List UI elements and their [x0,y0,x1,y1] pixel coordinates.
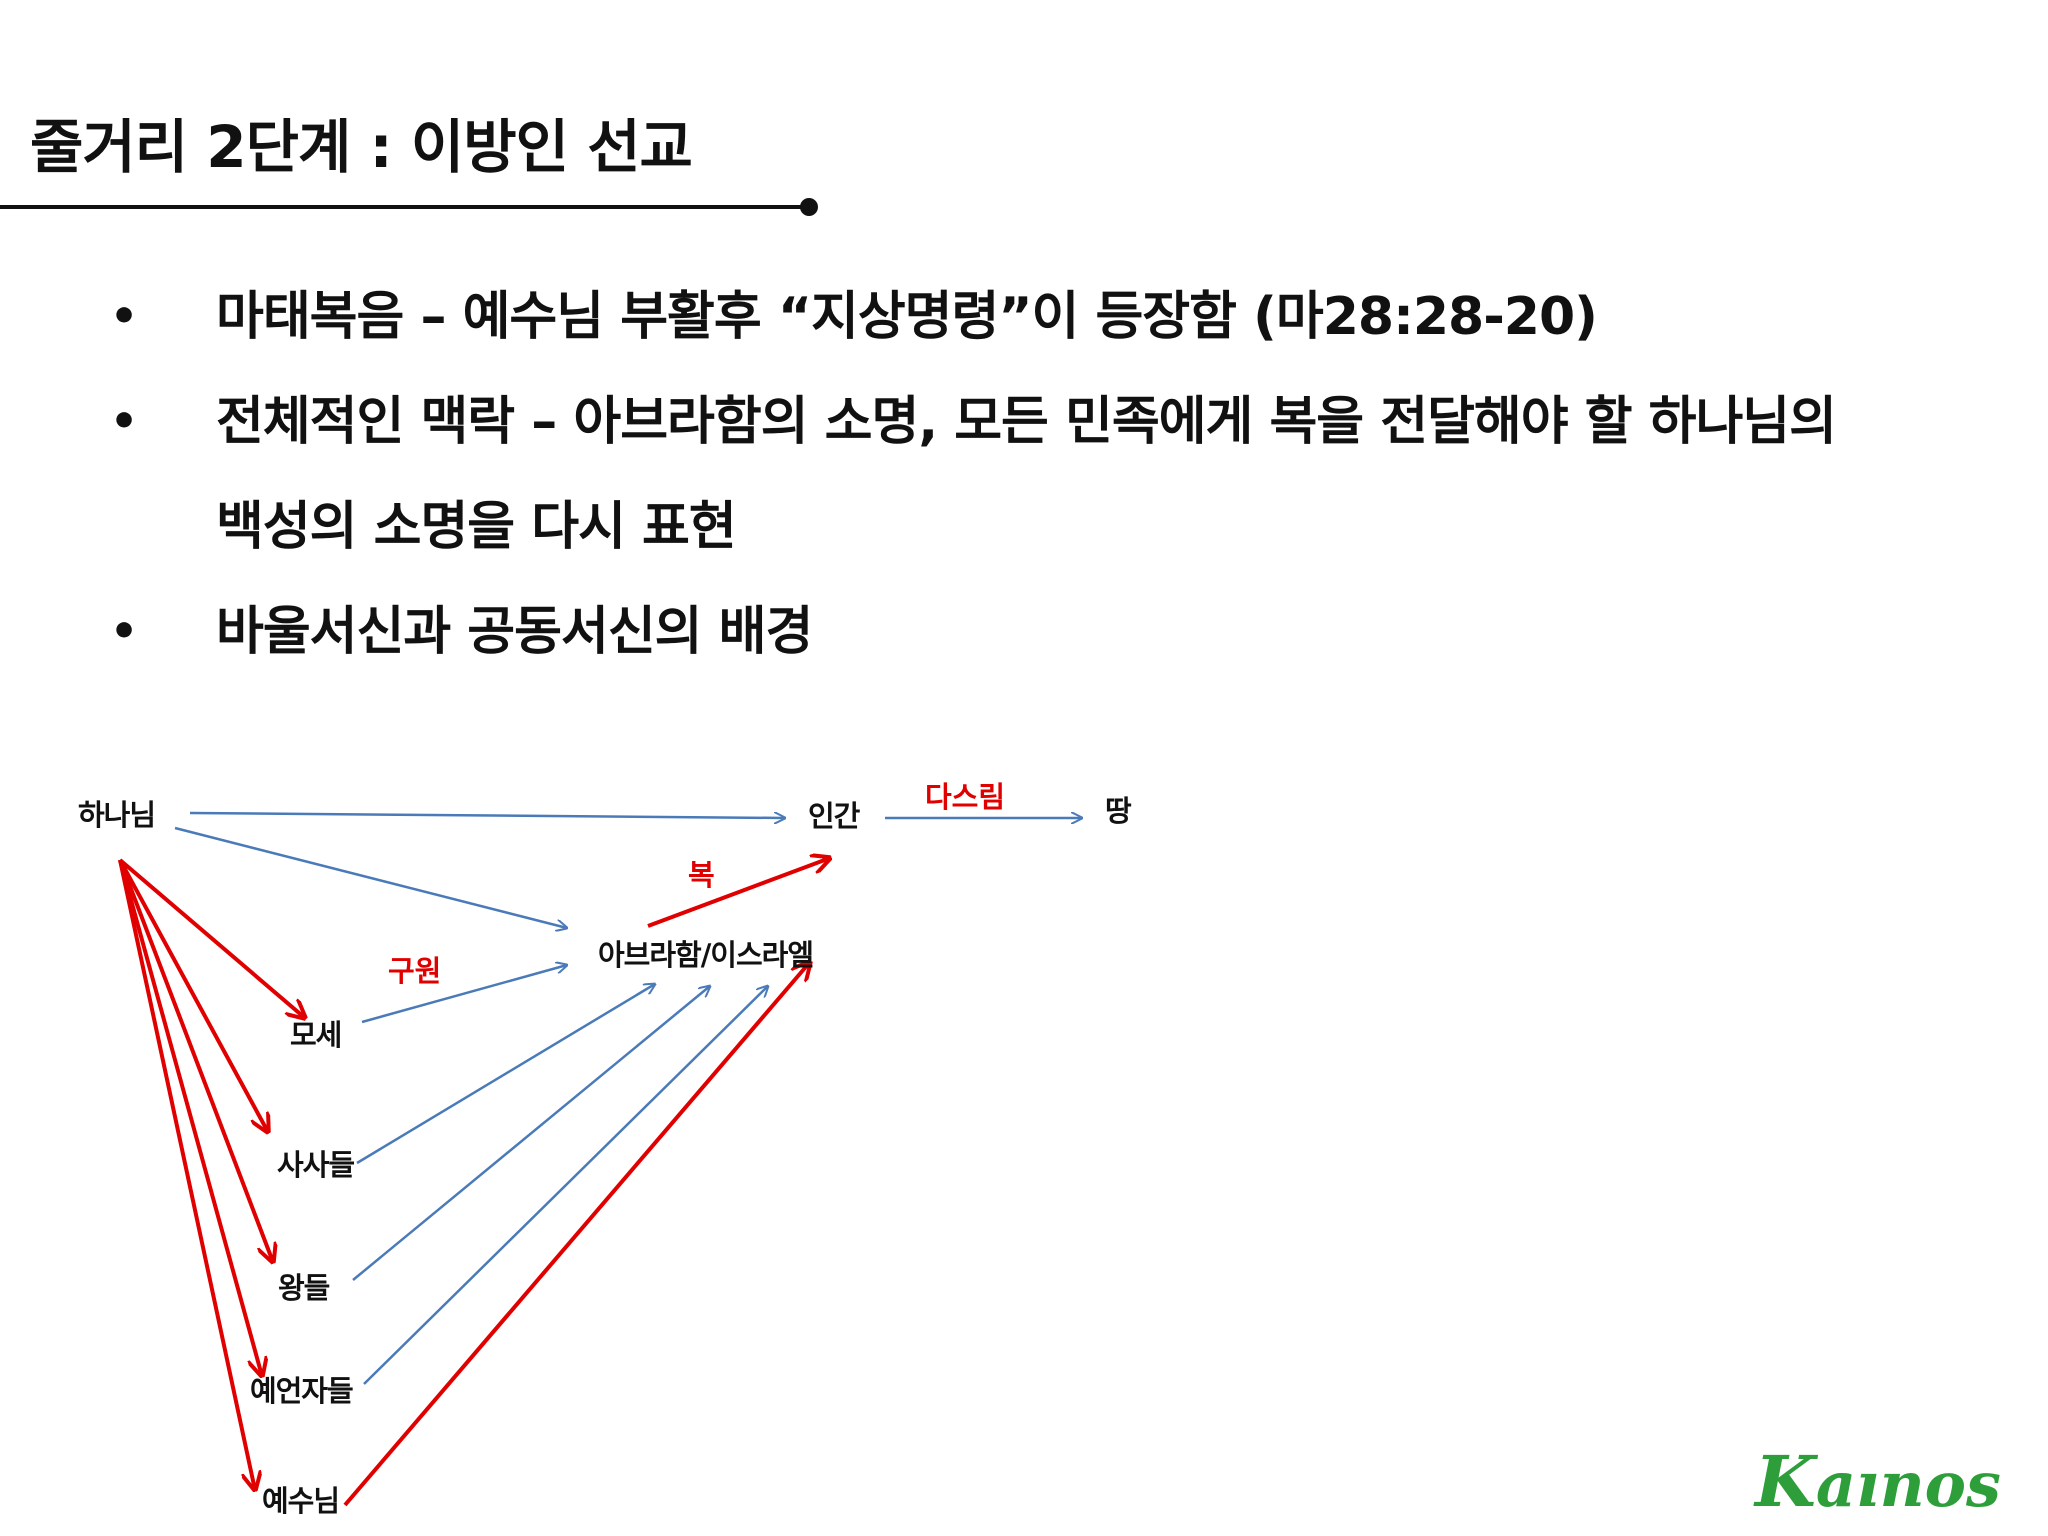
node-abraham-israel: 아브라함/이스라엘 [598,938,814,972]
edge-label-dominion: 다스림 [925,780,1006,814]
node-kings: 왕들 [278,1271,330,1305]
title-underline [0,205,808,209]
bullet-list: • 마태복음 – 예수님 부활후 “지상명령”이 등장함 (마28:28-20)… [110,285,2010,705]
arrow-kings-abraham [352,986,710,1281]
bullet-text: 백성의 소명을 다시 표현 [216,497,737,557]
bullet-text: 전체적인 맥락 – 아브라함의 소명, 모든 민족에게 복을 전달해야 할 하나… [216,392,1837,452]
edge-label-blessing: 복 [688,858,715,892]
arrow-god-human [189,811,785,818]
kainos-logo: Kaınos [1755,1440,2001,1523]
arrow-god-prophets [118,859,262,1376]
bullet-text: 바울서신과 공동서신의 배경 [216,602,813,662]
node-god: 하나님 [78,798,156,832]
bullet-marker: • [110,291,138,342]
title-underline-dot [800,198,818,216]
bullet-item: • 바울서신과 공동서신의 배경 [110,600,2010,705]
logo-rest-letters: aınos [1815,1448,2001,1521]
arrow-prophets-abraham [363,986,768,1385]
arrow-god-judges [118,859,268,1132]
arrow-judges-abraham [356,984,655,1165]
bullet-marker: • [110,396,138,447]
diagram-arrows [118,811,1200,1507]
node-prophets: 예언자들 [250,1374,354,1408]
arrow-god-moses [118,858,305,1018]
node-judges: 사사들 [277,1148,355,1182]
arrow-moses-abraham [361,965,567,1024]
page-title: 줄거리 2단계 : 이방인 선교 [30,113,693,181]
bullet-item: • 마태복음 – 예수님 부활후 “지상명령”이 등장함 (마28:28-20) [110,285,2010,390]
arrow-jesus-abraham [343,962,810,1507]
node-land: 땅 [1105,794,1132,828]
arrow-god-abraham [174,826,567,928]
arrow-god-jesus [118,859,255,1490]
arrow-god-kings [118,859,273,1262]
bullet-item: • 전체적인 맥락 – 아브라함의 소명, 모든 민족에게 복을 전달해야 할 … [110,390,2010,495]
logo-letter-k: K [1755,1440,1816,1523]
bullet-item-continuation: 백성의 소명을 다시 표현 [110,495,2010,600]
arrow-abraham-human [647,858,830,928]
node-moses: 모세 [290,1018,342,1052]
node-jesus: 예수님 [262,1484,340,1518]
bullet-text: 마태복음 – 예수님 부활후 “지상명령”이 등장함 (마28:28-20) [216,287,1598,347]
edge-label-salvation: 구원 [388,954,442,988]
bullet-marker: • [110,606,138,657]
node-human: 인간 [808,799,860,833]
